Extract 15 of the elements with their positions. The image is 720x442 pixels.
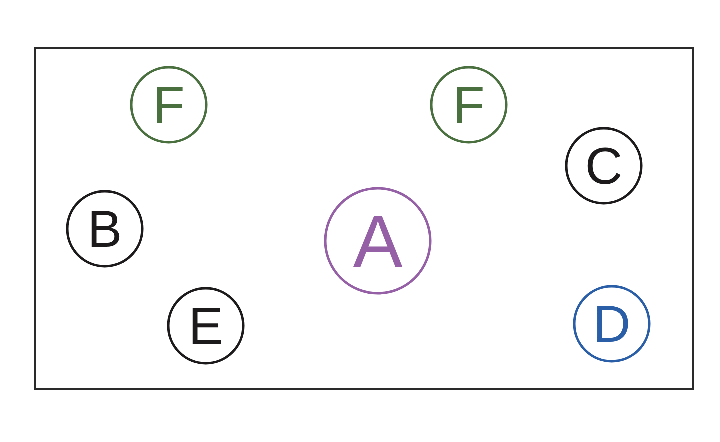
circle-node xyxy=(430,66,508,144)
node-letter: F xyxy=(153,80,185,132)
node-letter: F xyxy=(453,80,485,132)
frame-box xyxy=(34,47,694,390)
node-letter: B xyxy=(88,204,122,256)
node-letter: A xyxy=(353,205,403,279)
circle-node xyxy=(130,66,208,144)
circle-node xyxy=(167,287,245,365)
circle-node xyxy=(66,190,144,268)
node-letter: D xyxy=(593,299,631,351)
circle-node xyxy=(573,285,651,363)
circle-node xyxy=(324,187,432,295)
node-letter: C xyxy=(585,141,623,193)
node-letter: E xyxy=(188,301,224,353)
circle-node xyxy=(565,127,643,205)
